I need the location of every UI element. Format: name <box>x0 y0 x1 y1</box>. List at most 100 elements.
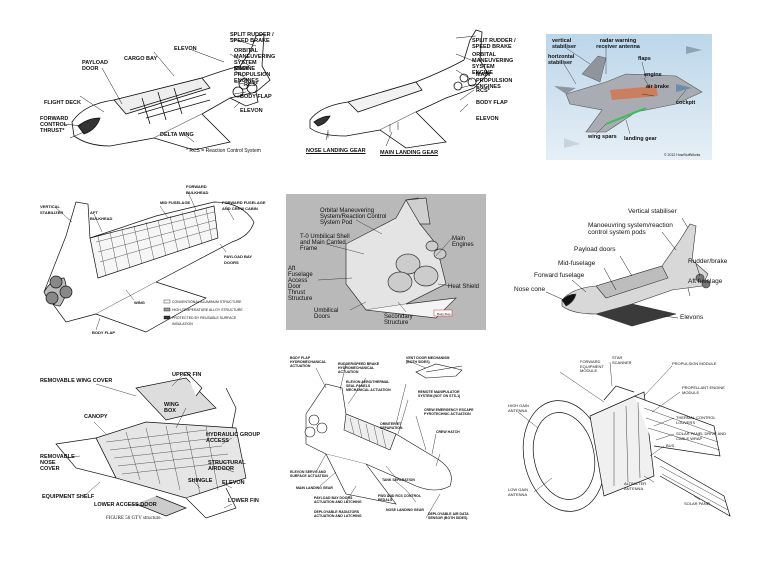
label-cargo-bay: CARGO BAY <box>124 56 158 62</box>
label-vertical-stabiliser-6: Vertical stabiliser <box>628 208 677 215</box>
legend-aluminum: CONVENTIONAL ALUMINUM STRUCTURE <box>172 300 242 304</box>
label-payload-doors: Payload doors <box>574 246 616 253</box>
label-removable-nose-cover: REMOVABLE NOSE COVER <box>40 454 75 472</box>
fighter-jet-drawing <box>554 46 703 148</box>
label-aft-access-door: Aft Fuselage Access Door <box>288 266 313 290</box>
shuttle-cutaway-drawing <box>63 33 271 151</box>
label-mid-fuselage: MID FUSELAGE <box>160 200 191 205</box>
label-propulsion-module: PROPULSION MODULE <box>672 361 717 366</box>
panel-shuttle-labeled: Vertical stabiliser Manoeuvring system/r… <box>512 204 736 330</box>
panel-shuttle-structure: FORWARD BULKHEAD VERTICAL STABILIZER AFT… <box>36 182 268 340</box>
label-manoeuvring-pods: Manoeuvring system/reaction control syst… <box>588 222 673 236</box>
label-nose-cone: Nose cone <box>514 286 546 293</box>
label-payload-doors-actuation: PAYLOAD BAY DOORS ACTUATION AND LATCHING <box>314 496 362 504</box>
label-landing-gear: landing gear <box>624 136 657 142</box>
label-radiators: DEPLOYABLE RADIATORS ACTUATION AND LATCH… <box>314 510 362 518</box>
panel-spacecraft: FORWARD EQUIPMENT MODULE STAR SCANNER PR… <box>504 356 744 526</box>
label-removable-wing-cover: REMOVABLE WING COVER <box>40 378 113 384</box>
label-oms-engine-2: ORBITAL MANEUVERING SYSTEM ENGINE <box>472 52 514 76</box>
aft-fuselage-drawing <box>317 197 457 319</box>
label-main-landing-gear-8: MAIN LANDING GEAR <box>296 486 333 490</box>
label-split-rudder-2: SPLIT RUDDER / SPEED BRAKE <box>472 38 516 50</box>
label-oms-engine: ORBITAL MANEUVERING SYSTEM ENGINE <box>234 48 276 72</box>
label-secondary-structure: Secondary Structure <box>384 314 413 326</box>
legend-high-temp: HIGH-TEMPERATURE ALLOY STRUCTURE <box>172 308 243 312</box>
label-structural-airdoor: STRUCTURAL AIRDOOR <box>208 460 246 472</box>
label-umbilical-doors: Umbilical Doors <box>314 308 339 320</box>
label-rudder-brake: Rudder/brake <box>688 258 728 265</box>
label-radar-warning: radar warning receiver antenna <box>596 38 640 50</box>
panel-fighter-jet: vertical stabiliser radar warning receiv… <box>546 34 712 160</box>
label-lower-access-door: LOWER ACCESS DOOR <box>94 502 157 508</box>
label-nose-landing-gear: NOSE LANDING GEAR <box>306 148 366 154</box>
label-engine: engine <box>644 72 662 78</box>
label-rcs-2: RCS* <box>476 88 490 94</box>
panel-shuttle-mechanisms: BODY FLAP HYDROMECHANICAL ACTUATION RUDD… <box>286 354 478 534</box>
label-equipment-shelf: EQUIPMENT SHELF <box>42 494 95 500</box>
label-body-flap-2: BODY FLAP <box>476 100 508 106</box>
label-body-flap: BODY FLAP <box>240 94 272 100</box>
shuttle-mechanisms-drawing <box>304 359 463 519</box>
spacecraft-drawing <box>517 361 731 517</box>
label-remote-manipulator: REMOTE MANIPULATOR SYSTEM (NOT ON STS-1) <box>418 390 461 398</box>
label-aft-bulkhead: AFT BULKHEAD <box>90 210 113 221</box>
label-body-flap-actuation: BODY FLAP HYDROMECHANICAL ACTUATION <box>290 356 327 368</box>
label-rcs: RCS* <box>244 82 258 88</box>
label-main-engines-2: MAIN PROPULSION ENGINES <box>476 72 513 90</box>
label-hydraulic-access: HYDRAULIC GROUP ACCESS <box>206 432 260 444</box>
label-wing-spars: wing spars <box>588 134 617 140</box>
label-control-pedals: FWD AND RCS CONTROL PEDALS <box>378 494 421 502</box>
label-flight-deck: FLIGHT DECK <box>44 100 81 106</box>
label-bus: BUS <box>666 443 675 448</box>
label-air-brake: air brake <box>646 84 669 90</box>
label-propellant-engine: PROPELLANT ENGINE MODULE <box>682 385 725 395</box>
label-thrust-structure: Thrust Structure <box>288 290 313 302</box>
panel-shuttle-external: SPLIT RUDDER / SPEED BRAKE ORBITAL MANEU… <box>296 24 516 160</box>
label-tank-separation: TANK SEPARATION <box>382 478 415 482</box>
panel-shuttle-cutaway: ELEVON SPLIT RUDDER / SPEED BRAKE ORBITA… <box>34 22 278 172</box>
label-oms-rcs-pod: Orbital Maneuvering System/Reaction Cont… <box>320 208 387 226</box>
copyright-howstuffworks: © 2012 HowStuffWorks <box>664 153 701 157</box>
figure-caption: FIGURE 56 GTV structure. <box>106 516 162 521</box>
label-heat-shield: Heat Shield <box>448 284 480 290</box>
label-nose-landing-gear-8: NOSE LANDING GEAR <box>386 508 424 512</box>
label-horizontal-stabiliser: horizontal stabiliser <box>548 54 575 66</box>
label-elevon-2: ELEVON <box>476 116 499 122</box>
label-t0-umbilical: T-0 Umbilical Shell and Main Canted Fram… <box>300 234 350 252</box>
label-canopy: CANOPY <box>84 414 108 420</box>
shuttle-structure-drawing <box>43 191 255 333</box>
label-orbiter-et-separation: ORBITER/ET SEPARATION <box>380 422 403 430</box>
label-vent-door: VENT DOOR MECHANISM (BOTH SIDES) <box>406 356 450 364</box>
label-elevon-bottom: ELEVON <box>240 108 263 114</box>
label-upper-fin: UPPER FIN <box>172 372 202 378</box>
label-forward-equipment: FORWARD EQUIPMENT MODULE <box>580 359 604 373</box>
label-forward-fuselage-crew: FORWARD FUSELAGE AND CREW CABIN <box>222 200 266 211</box>
label-aft-fuselage-6: Aft fuselage <box>688 278 723 285</box>
label-main-engines-aft: Main Engines <box>452 236 474 248</box>
label-rudder-actuation: RUDDER/SPEED BRAKE HYDROMECHANICAL ACTUA… <box>338 362 380 374</box>
label-cockpit: cockpit <box>676 100 696 106</box>
label-vertical-stabilizer: VERTICAL STABILIZER <box>40 204 64 215</box>
label-payload-bay-doors: PAYLOAD BAY DOORS <box>224 254 253 265</box>
panel-gtv-structure: UPPER FIN REMOVABLE WING COVER CANOPY WI… <box>36 368 272 526</box>
legend-insulation: PROTECTED BY REUSABLE SURFACE INSULATION <box>172 316 237 326</box>
label-payload-door: PAYLOAD DOOR <box>82 60 108 72</box>
label-forward-fuselage-6: Forward fuselage <box>534 272 585 279</box>
panel-aft-fuselage: Orbital Maneuvering System/Reaction Cont… <box>286 194 486 330</box>
label-main-landing-gear: MAIN LANDING GEAR <box>380 150 439 156</box>
label-wing-box: WING BOX <box>164 402 179 414</box>
label-split-rudder: SPLIT RUDDER / SPEED BRAKE <box>230 32 274 44</box>
label-elevon-gtv: ELEVON <box>222 480 245 486</box>
label-forward-bulkhead: FORWARD BULKHEAD <box>186 184 209 195</box>
label-low-gain-antenna: LOW GAIN ANTENNA <box>508 487 529 497</box>
label-crew-escape: CREW EMERGENCY ESCAPE PYROTECHNIC ACTUAT… <box>424 408 474 416</box>
label-main-engines: MAIN PROPULSION ENGINES <box>234 66 271 84</box>
label-solar-panel: SOLAR PANEL <box>684 501 712 506</box>
shuttle-labeled-drawing <box>545 217 711 327</box>
label-mid-fuselage-6: Mid-fuselage <box>558 260 596 267</box>
label-thermal-louvers: THERMAL CONTROL LOUVERS <box>676 415 716 425</box>
label-air-data-sensor: DEPLOYABLE AIR DATA SENSOR (BOTH SIDES) <box>428 512 469 520</box>
label-delta-wing: DELTA WING <box>160 132 194 138</box>
label-crew-hatch: CREW HATCH <box>436 430 460 434</box>
